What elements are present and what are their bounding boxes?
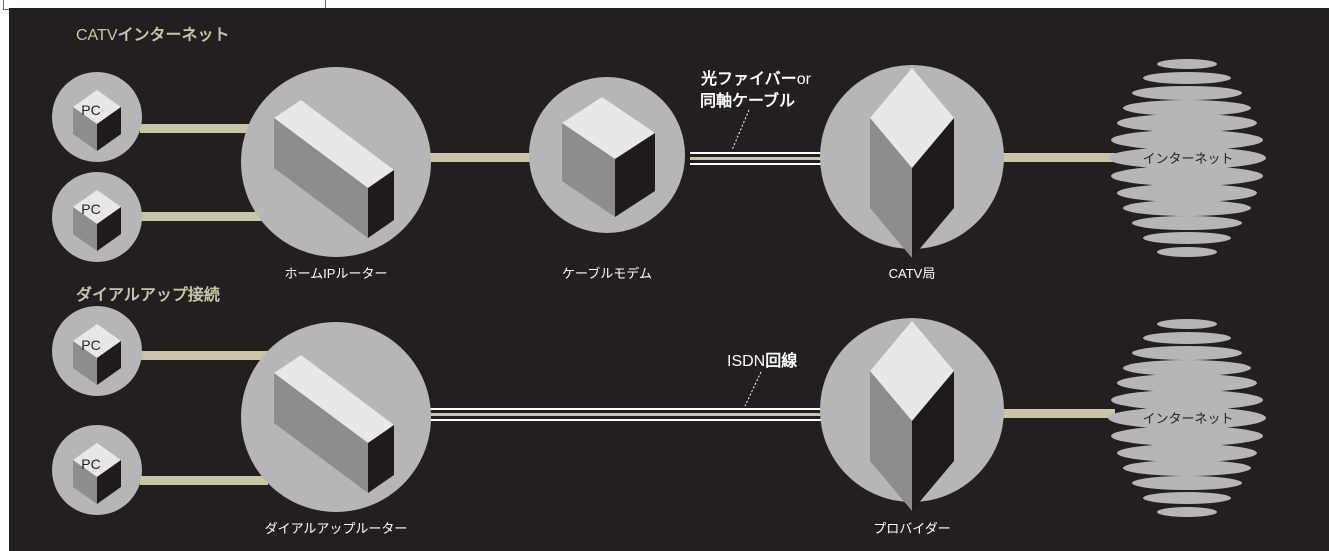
catv-internet-label: インターネット [1142,151,1233,166]
svg-text:PC: PC [81,201,100,217]
cable-fiber-coax [690,152,822,165]
home-ip-router-label: ホームIPルーター [285,266,388,281]
dialup-internet: インターネット [1108,319,1266,517]
link-router-modem [425,153,537,162]
dialup-router-label: ダイアルアップルーター [265,521,408,536]
svg-text:ISDN回線: ISDN回線 [727,351,797,370]
catv-pc-2: PC [52,172,142,262]
catv-station-label: CATV局 [889,266,936,281]
isdn-label: ISDN回線 [727,351,797,407]
provider: プロバイダー [820,318,1004,536]
link-pc2-router [140,212,268,221]
dialup-section-title: ダイアルアップ接続 [76,285,220,304]
catv-section-title: CATVインターネット [76,26,230,44]
catv-pc-1: PC [52,72,142,162]
cable-label: 光ファイバーor 同軸ケーブル [700,69,812,151]
dialup-pc-2: PC [52,425,142,515]
cable-modem: ケーブルモデム [529,77,685,281]
link-pc3-router [140,351,268,360]
dialup-pc-1: PC [52,306,142,396]
catv-station: CATV局 [820,65,1004,281]
link-station-internet [980,153,1115,162]
svg-text:同軸ケーブル: 同軸ケーブル [700,91,795,110]
link-provider-internet [980,409,1115,418]
home-ip-router: ホームIPルーター [241,67,431,281]
provider-label: プロバイダー [873,521,950,536]
isdn-line [428,408,822,421]
cable-modem-label: ケーブルモデム [562,266,652,281]
catv-links [140,124,1115,221]
svg-text:PC: PC [81,337,100,353]
link-pc4-router [140,476,268,485]
diagram-panel [9,8,1329,551]
link-pc1-router [140,124,268,133]
dialup-links [140,351,1115,485]
dialup-router: ダイアルアップルーター [241,322,431,536]
catv-internet: インターネット [1108,59,1266,257]
svg-text:光ファイバーor: 光ファイバーor [700,69,812,88]
dialup-internet-label: インターネット [1142,411,1233,426]
svg-text:PC: PC [81,456,100,472]
svg-text:PC: PC [81,102,100,118]
